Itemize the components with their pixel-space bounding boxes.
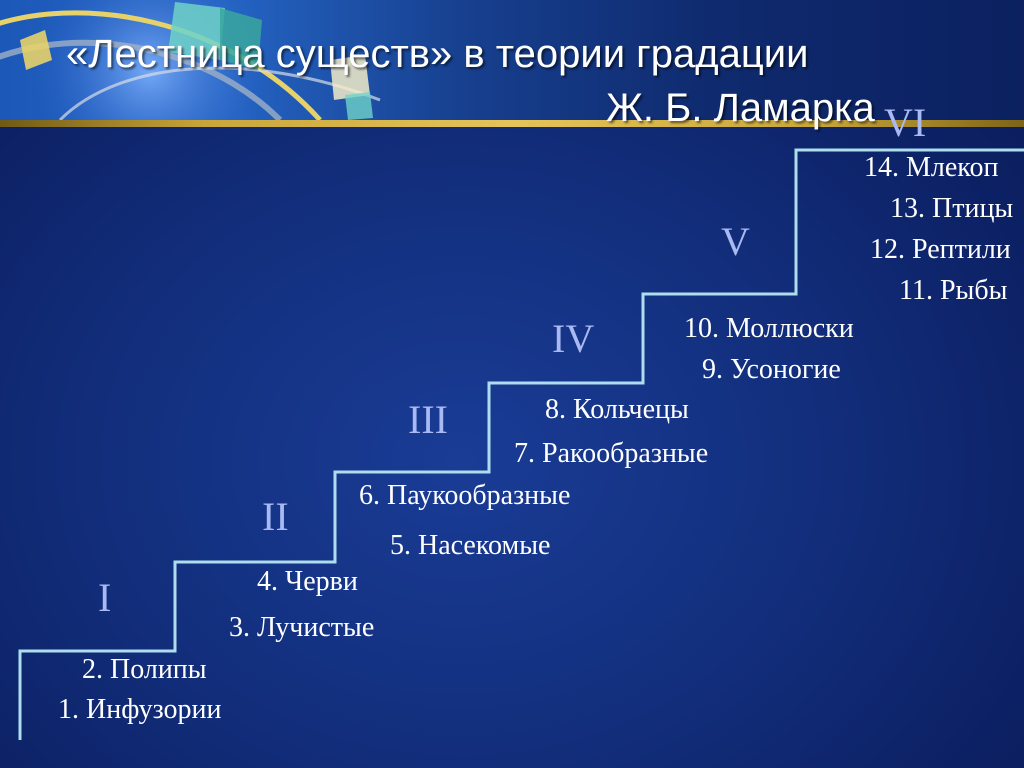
group-label: 3. Лучистые <box>229 612 375 643</box>
step-numeral-iv: IV <box>552 316 595 361</box>
header-decoration <box>0 0 381 120</box>
step-numeral-i: I <box>98 575 112 620</box>
step-numeral-vi: VI <box>884 100 927 145</box>
cube-shape <box>168 2 225 60</box>
header-banner: «Лестница существ» в теории градации <box>0 0 1024 120</box>
group-label: 1. Инфузории <box>58 694 222 725</box>
cube-shape <box>330 55 370 100</box>
staircase-line <box>18 148 1024 740</box>
group-label: 14. Млекоп <box>864 152 999 183</box>
silver-arc <box>0 39 283 120</box>
slide-title-line2: Ж. Б. Ламарка <box>606 86 875 130</box>
step-numeral-ii: II <box>262 494 289 539</box>
cube-shape <box>20 30 52 70</box>
group-label: 12. Рептили <box>870 234 1011 265</box>
gold-arc <box>0 10 322 120</box>
group-label: 13. Птицы <box>890 193 1014 224</box>
group-label: 11. Рыбы <box>899 275 1008 306</box>
cube-shape <box>345 92 373 120</box>
group-label: 5. Насекомые <box>390 530 551 561</box>
thin-arc <box>58 66 381 120</box>
group-label: 9. Усоногие <box>702 354 841 385</box>
group-label: 10. Моллюски <box>684 313 854 344</box>
group-label: 2. Полипы <box>82 654 207 685</box>
step-numeral-v: V <box>721 219 750 264</box>
group-label: 8. Кольчецы <box>545 394 689 425</box>
header-divider <box>0 120 1024 127</box>
group-label: 6. Паукообразные <box>359 480 571 511</box>
step-numeral-iii: III <box>408 397 448 442</box>
slide-title: «Лестница существ» в теории градации <box>66 32 809 76</box>
group-label: 7. Ракообразные <box>514 438 709 469</box>
group-label: 4. Черви <box>257 566 358 597</box>
cube-shape <box>220 8 262 70</box>
